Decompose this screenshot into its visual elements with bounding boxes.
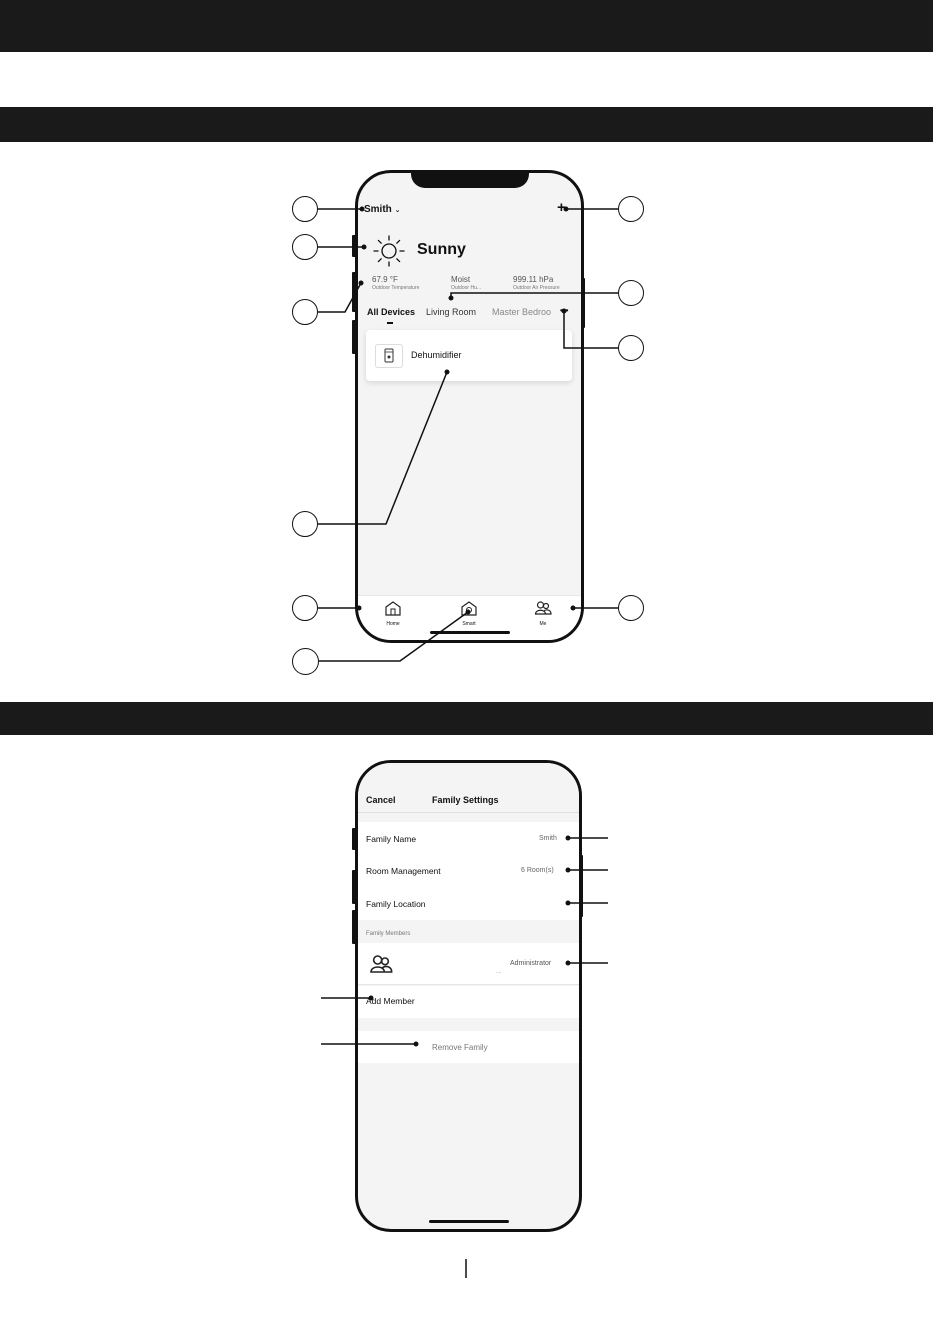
room-management-value: 6 Room(s) — [521, 867, 554, 874]
humidity-value: Moist — [451, 275, 471, 284]
phone-side-button — [581, 278, 585, 328]
section-bar-settings — [0, 702, 933, 735]
temperature-label: Outdoor Temperature — [372, 285, 420, 291]
phone-home-screen: Smith ⌄ + Sunny 67.9 °F Outdoor Temperat… — [355, 170, 584, 643]
callout-circle — [618, 280, 644, 306]
nav-smart[interactable]: Smart — [456, 600, 482, 627]
callout-circle — [292, 595, 318, 621]
home-indicator — [428, 1220, 509, 1223]
phone-side-button — [352, 272, 356, 312]
tab-master-bedroom[interactable]: Master Bedroo — [492, 307, 552, 317]
settings-header — [358, 763, 579, 813]
device-card[interactable]: Dehumidifier — [366, 330, 572, 381]
smart-home-icon — [461, 601, 477, 616]
member-subtext: .... — [496, 969, 502, 975]
cancel-button[interactable]: Cancel — [366, 795, 396, 805]
remove-family-row[interactable] — [358, 1031, 579, 1063]
callout-circle — [292, 196, 318, 222]
family-selector[interactable]: Smith ⌄ — [364, 204, 400, 215]
members-header: Family Members — [366, 931, 411, 937]
section-bar-home — [0, 107, 933, 142]
pressure-value: 999.11 hPa — [513, 275, 554, 284]
humidity-label: Outdoor Hu... — [451, 285, 482, 291]
phone-side-button — [352, 320, 356, 354]
callout-circle — [292, 511, 318, 537]
family-name-label[interactable]: Family Name — [366, 834, 417, 844]
callout-circle — [292, 299, 318, 325]
phone-side-button — [579, 855, 583, 917]
nav-me-label: Me — [539, 621, 547, 627]
member-role: Administrator — [510, 960, 552, 967]
family-name: Smith — [364, 204, 392, 215]
tab-living-room[interactable]: Living Room — [426, 307, 477, 317]
family-location-label[interactable]: Family Location — [366, 899, 426, 909]
remove-family-button[interactable]: Remove Family — [432, 1043, 488, 1052]
nav-me[interactable]: Me — [532, 600, 554, 627]
add-member-row[interactable] — [358, 986, 579, 1018]
member-row[interactable] — [358, 943, 579, 985]
chevron-down-icon: ⌄ — [394, 207, 401, 214]
home-icon — [385, 601, 401, 616]
nav-smart-label: Smart — [462, 621, 476, 627]
member-avatar-icon — [370, 955, 393, 973]
people-icon — [534, 601, 552, 615]
pressure-label: Outdoor Air Pressure — [513, 285, 560, 291]
settings-group — [358, 822, 579, 920]
header-bar — [0, 0, 933, 52]
tab-active-indicator — [387, 322, 393, 324]
room-management-label[interactable]: Room Management — [366, 866, 441, 876]
page-title: Family Settings — [432, 795, 499, 805]
nav-home-label: Home — [386, 621, 400, 627]
device-thumb — [375, 344, 403, 368]
phone-side-button — [352, 235, 356, 257]
family-name-value: Smith — [539, 835, 557, 842]
sun-icon — [373, 235, 405, 267]
callout-circle — [618, 196, 644, 222]
callout-circle — [618, 335, 644, 361]
phone-notch — [410, 173, 529, 188]
tab-all-devices[interactable]: All Devices — [367, 307, 416, 317]
callout-circle — [618, 595, 644, 621]
add-member-button[interactable]: Add Member — [366, 996, 415, 1006]
callout-circle — [292, 234, 318, 260]
add-icon[interactable]: + — [557, 199, 566, 216]
more-tabs-icon[interactable]: ••• — [560, 306, 569, 315]
temperature-value: 67.9 °F — [372, 275, 398, 284]
phone-side-button — [352, 910, 356, 944]
nav-home[interactable]: Home — [382, 600, 404, 627]
home-indicator — [429, 631, 510, 634]
phone-settings-screen: Cancel Family Settings Family Name Smith… — [355, 760, 582, 1232]
phone-side-button — [352, 828, 356, 850]
callout-circle — [292, 648, 319, 675]
device-name: Dehumidifier — [411, 350, 462, 360]
dehumidifier-icon — [384, 348, 394, 363]
weather-label: Sunny — [417, 241, 466, 258]
phone-side-button — [352, 870, 356, 904]
